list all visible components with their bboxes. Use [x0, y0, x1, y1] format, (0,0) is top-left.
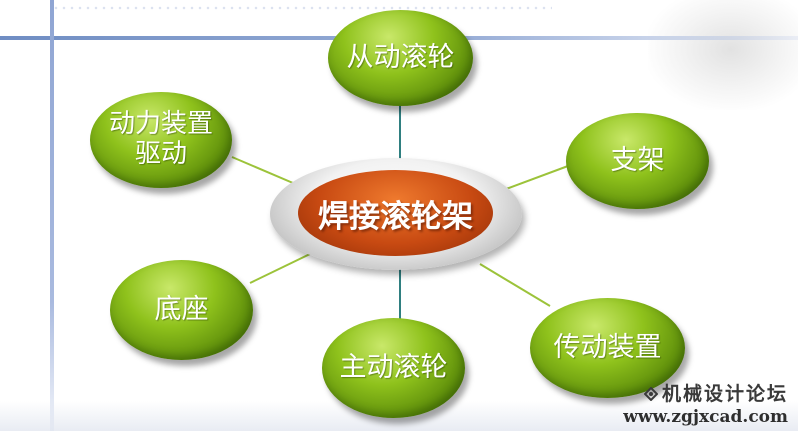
link-right — [505, 165, 569, 190]
watermark: 机械设计论坛 www.zgjxcad.com — [598, 379, 788, 427]
watermark-url: www.zgjxcad.com — [623, 407, 788, 427]
node-lower-right-label: 传动装置 — [553, 332, 662, 364]
node-right-label: 支架 — [610, 145, 665, 177]
node-lower-left: 底座 — [110, 260, 253, 360]
watermark-site-name-row: 机械设计论坛 — [598, 379, 788, 406]
watermark-site-name: 机械设计论坛 — [661, 383, 788, 405]
node-lower-right: 传动装置 — [530, 298, 685, 398]
link-upper-left — [231, 156, 301, 187]
vertical-accent-line — [50, 0, 54, 431]
background-photo-decoration — [648, 0, 798, 110]
node-upper-left-line1: 动力装置 — [108, 109, 213, 140]
link-lower-left — [249, 253, 311, 284]
node-lower-left-label: 底座 — [154, 294, 209, 326]
node-top-label: 从动滚轮 — [346, 42, 455, 74]
node-top: 从动滚轮 — [328, 10, 473, 106]
center-node-label: 焊接滚轮架 — [318, 198, 473, 235]
node-right: 支架 — [566, 113, 709, 209]
node-upper-left: 动力装置 驱动 — [90, 92, 232, 188]
node-bottom-label: 主动滚轮 — [339, 352, 448, 384]
node-bottom: 主动滚轮 — [322, 318, 465, 418]
node-upper-left-line2: 驱动 — [134, 139, 187, 169]
background-dot-pattern — [52, 4, 552, 12]
center-node: 焊接滚轮架 — [298, 170, 493, 256]
gear-logo-icon — [643, 387, 658, 401]
link-lower-right — [479, 263, 551, 307]
